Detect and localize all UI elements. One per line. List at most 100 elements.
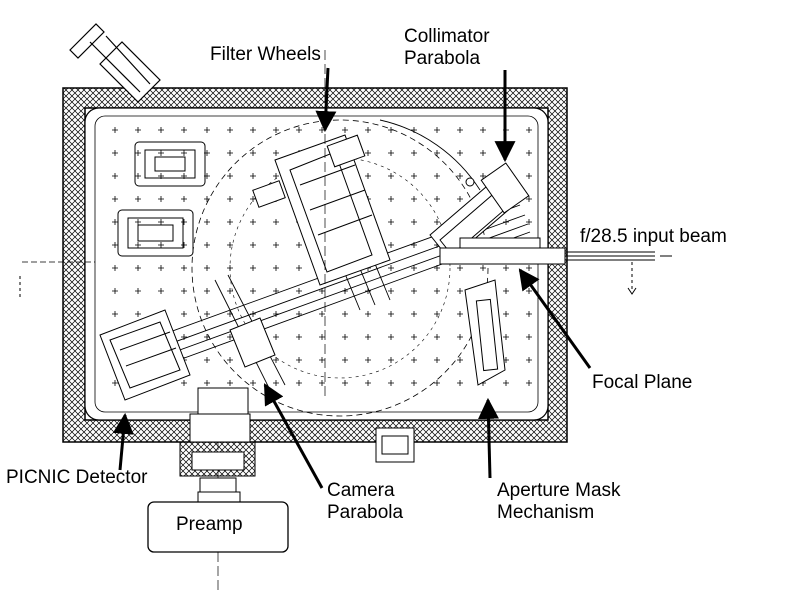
mounting-hole	[250, 380, 256, 386]
mounting-hole	[112, 196, 118, 202]
mounting-hole	[388, 311, 394, 317]
mounting-hole	[457, 196, 463, 202]
mounting-hole	[250, 173, 256, 179]
mounting-hole	[181, 127, 187, 133]
mounting-hole	[135, 288, 141, 294]
mounting-hole	[365, 127, 371, 133]
mounting-hole	[411, 219, 417, 225]
bottom-feedthroughs	[179, 387, 415, 503]
mounting-hole	[411, 357, 417, 363]
mounting-hole	[227, 127, 233, 133]
mounting-hole	[112, 288, 118, 294]
mounting-hole	[296, 380, 302, 386]
mounting-hole	[319, 357, 325, 363]
mounting-hole	[273, 127, 279, 133]
mounting-hole	[388, 173, 394, 179]
label-aperture-mask: Aperture Mask Mechanism	[497, 480, 621, 524]
mounting-hole	[526, 334, 532, 340]
mounting-hole	[112, 311, 118, 317]
label-aperture-line2: Mechanism	[497, 502, 595, 523]
mounting-hole	[181, 288, 187, 294]
input-beam-rail	[19, 237, 672, 300]
mounting-hole	[273, 150, 279, 156]
mounting-hole	[181, 150, 187, 156]
mounting-hole	[434, 357, 440, 363]
mounting-hole	[457, 150, 463, 156]
mounting-hole	[227, 173, 233, 179]
mounting-hole	[526, 196, 532, 202]
aperture-mask-assembly	[464, 279, 506, 386]
mounting-hole	[365, 150, 371, 156]
mounting-hole	[296, 265, 302, 271]
mounting-hole	[319, 334, 325, 340]
mounting-hole	[503, 380, 509, 386]
mounting-hole	[503, 334, 509, 340]
mounting-hole	[457, 357, 463, 363]
mounting-hole	[250, 196, 256, 202]
mounting-hole	[135, 196, 141, 202]
mounting-hole	[181, 265, 187, 271]
mounting-hole	[158, 127, 164, 133]
mounting-hole	[526, 219, 532, 225]
mounting-hole	[388, 357, 394, 363]
mounting-hole	[273, 357, 279, 363]
mounting-hole	[273, 173, 279, 179]
mounting-hole	[411, 150, 417, 156]
mounting-hole	[388, 334, 394, 340]
mounting-hole	[457, 311, 463, 317]
connector-block	[117, 141, 206, 257]
mounting-hole	[181, 311, 187, 317]
label-preamp: Preamp	[176, 514, 243, 535]
mounting-hole	[204, 242, 210, 248]
label-collimator-line1: Collimator	[404, 26, 490, 47]
mounting-hole	[181, 380, 187, 386]
mounting-hole	[227, 288, 233, 294]
mounting-hole	[273, 265, 279, 271]
label-camera-parabola: Camera Parabola	[327, 480, 403, 524]
mounting-hole	[480, 150, 486, 156]
mounting-hole	[411, 196, 417, 202]
mounting-hole	[457, 265, 463, 271]
mounting-hole	[273, 219, 279, 225]
label-input-beam: f/28.5 input beam	[580, 226, 727, 247]
filter-wheel-assembly	[252, 134, 391, 286]
mounting-hole	[457, 380, 463, 386]
mounting-hole	[181, 242, 187, 248]
mounting-hole	[158, 196, 164, 202]
callout-arrows	[112, 67, 592, 489]
mounting-hole	[112, 127, 118, 133]
mounting-hole	[135, 173, 141, 179]
mounting-hole	[250, 219, 256, 225]
mounting-hole	[204, 127, 210, 133]
mounting-hole	[181, 196, 187, 202]
mounting-hole	[112, 242, 118, 248]
mounting-hole	[434, 288, 440, 294]
mounting-hole	[204, 196, 210, 202]
mounting-hole	[135, 150, 141, 156]
preamp-box	[147, 501, 289, 553]
mounting-hole	[181, 219, 187, 225]
label-collimator-line2: Parabola	[404, 48, 481, 69]
mounting-hole	[526, 127, 532, 133]
collimator-assembly	[429, 162, 530, 261]
mounting-hole	[250, 288, 256, 294]
mounting-hole	[434, 219, 440, 225]
label-picnic-detector: PICNIC Detector	[6, 467, 148, 488]
mounting-hole	[388, 150, 394, 156]
mounting-hole	[204, 288, 210, 294]
mounting-hole	[342, 334, 348, 340]
label-filter-wheels: Filter Wheels	[210, 44, 321, 65]
mounting-hole	[480, 265, 486, 271]
mounting-hole	[411, 311, 417, 317]
mounting-hole	[135, 242, 141, 248]
mounting-hole	[457, 334, 463, 340]
mounting-hole	[250, 127, 256, 133]
mounting-hole	[273, 334, 279, 340]
mounting-hole	[411, 265, 417, 271]
mounting-hole	[365, 173, 371, 179]
mounting-hole	[457, 173, 463, 179]
mounting-hole	[112, 173, 118, 179]
mounting-hole	[434, 334, 440, 340]
mounting-hole	[296, 127, 302, 133]
